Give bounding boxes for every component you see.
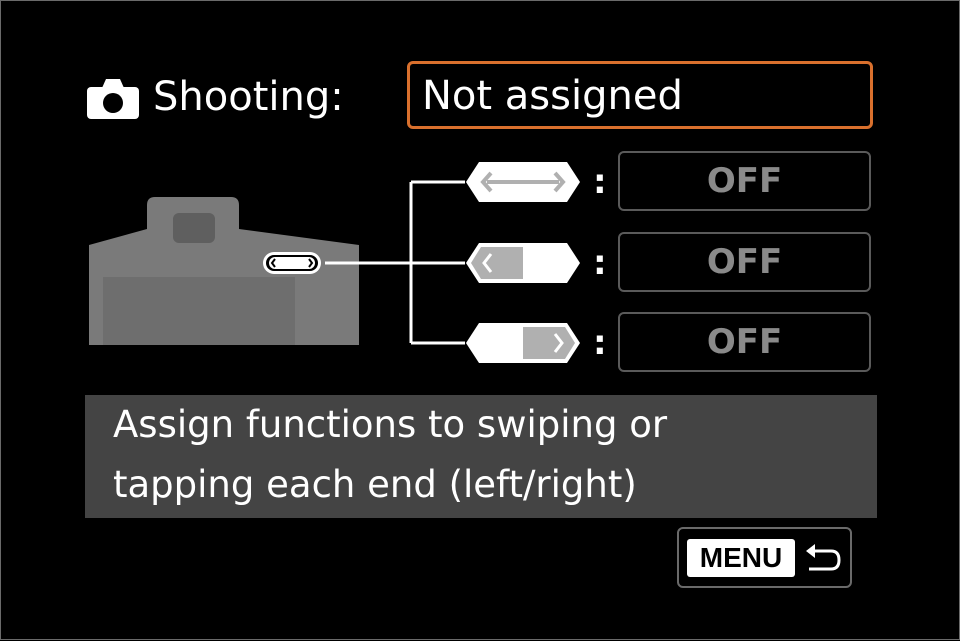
setting-value: OFF bbox=[706, 322, 783, 362]
swipe-bar-left-icon[interactable] bbox=[465, 242, 581, 284]
tap-right-setting[interactable]: OFF bbox=[618, 312, 871, 372]
row-separator: : bbox=[593, 243, 607, 283]
swipe-bar-right-icon[interactable] bbox=[465, 322, 581, 364]
assigned-function-value: Not assigned bbox=[422, 73, 683, 119]
setting-value: OFF bbox=[706, 161, 783, 201]
setting-value: OFF bbox=[706, 242, 783, 282]
menu-label: MENU bbox=[687, 539, 795, 577]
shooting-label: Shooting: bbox=[153, 74, 344, 120]
swipe-bar-both-icon[interactable] bbox=[465, 161, 581, 203]
camera-icon bbox=[87, 79, 139, 119]
camera-body-illustration bbox=[89, 197, 359, 345]
row-separator: : bbox=[593, 162, 607, 202]
camera-swipe-bar-icon bbox=[263, 252, 321, 274]
return-arrow-icon bbox=[806, 544, 841, 571]
row-separator: : bbox=[593, 323, 607, 363]
help-description: Assign functions to swiping or tapping e… bbox=[85, 395, 877, 518]
tap-left-setting[interactable]: OFF bbox=[618, 232, 871, 292]
assigned-function-field[interactable]: Not assigned bbox=[407, 61, 873, 129]
swipe-both-setting[interactable]: OFF bbox=[618, 151, 871, 211]
menu-back-button[interactable]: MENU bbox=[677, 527, 852, 588]
description-line-1: Assign functions to swiping or bbox=[113, 403, 668, 446]
connector-lines bbox=[325, 180, 465, 345]
description-line-2: tapping each end (left/right) bbox=[113, 463, 637, 506]
